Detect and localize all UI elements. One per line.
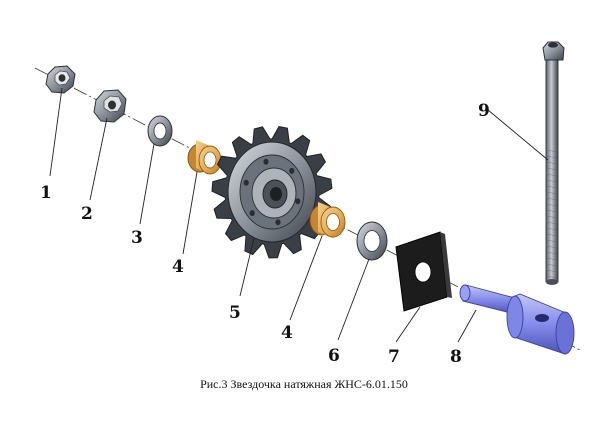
leader-lines	[49, 87, 549, 343]
part-4-bushing-left	[187, 140, 222, 175]
label-part-6: 6	[328, 346, 340, 366]
label-part-1: 1	[40, 183, 52, 203]
label-part-5: 5	[229, 303, 241, 323]
part-4-bushing-right	[309, 202, 346, 238]
part-8-shaft	[459, 284, 575, 355]
label-part-3: 3	[131, 228, 143, 248]
label-part-4-right: 4	[281, 323, 293, 343]
sprocket-bolt-hole	[295, 198, 301, 205]
sprocket-bolt-hole	[263, 158, 269, 165]
part-2-nut	[93, 89, 127, 123]
part-5-sprocket	[211, 125, 333, 259]
sprocket-bolt-hole	[243, 179, 249, 186]
label-part-4-left: 4	[172, 257, 184, 277]
figure-caption: Рис.3 Звездочка натяжная ЖНС-6.01.150	[200, 377, 408, 391]
sprocket-bolt-hole	[249, 210, 255, 217]
label-part-7: 7	[388, 347, 400, 367]
part-1-nut	[45, 65, 76, 94]
part-7-plate	[395, 231, 452, 312]
sprocket-bolt-hole	[289, 167, 295, 174]
label-part-2: 2	[81, 204, 93, 224]
label-part-9: 9	[478, 101, 490, 121]
part-3-washer	[147, 115, 173, 147]
label-part-8: 8	[450, 347, 462, 367]
part-9-bolt	[542, 41, 565, 285]
part-6-washer	[356, 221, 388, 261]
sprocket-bolt-hole	[275, 219, 281, 226]
